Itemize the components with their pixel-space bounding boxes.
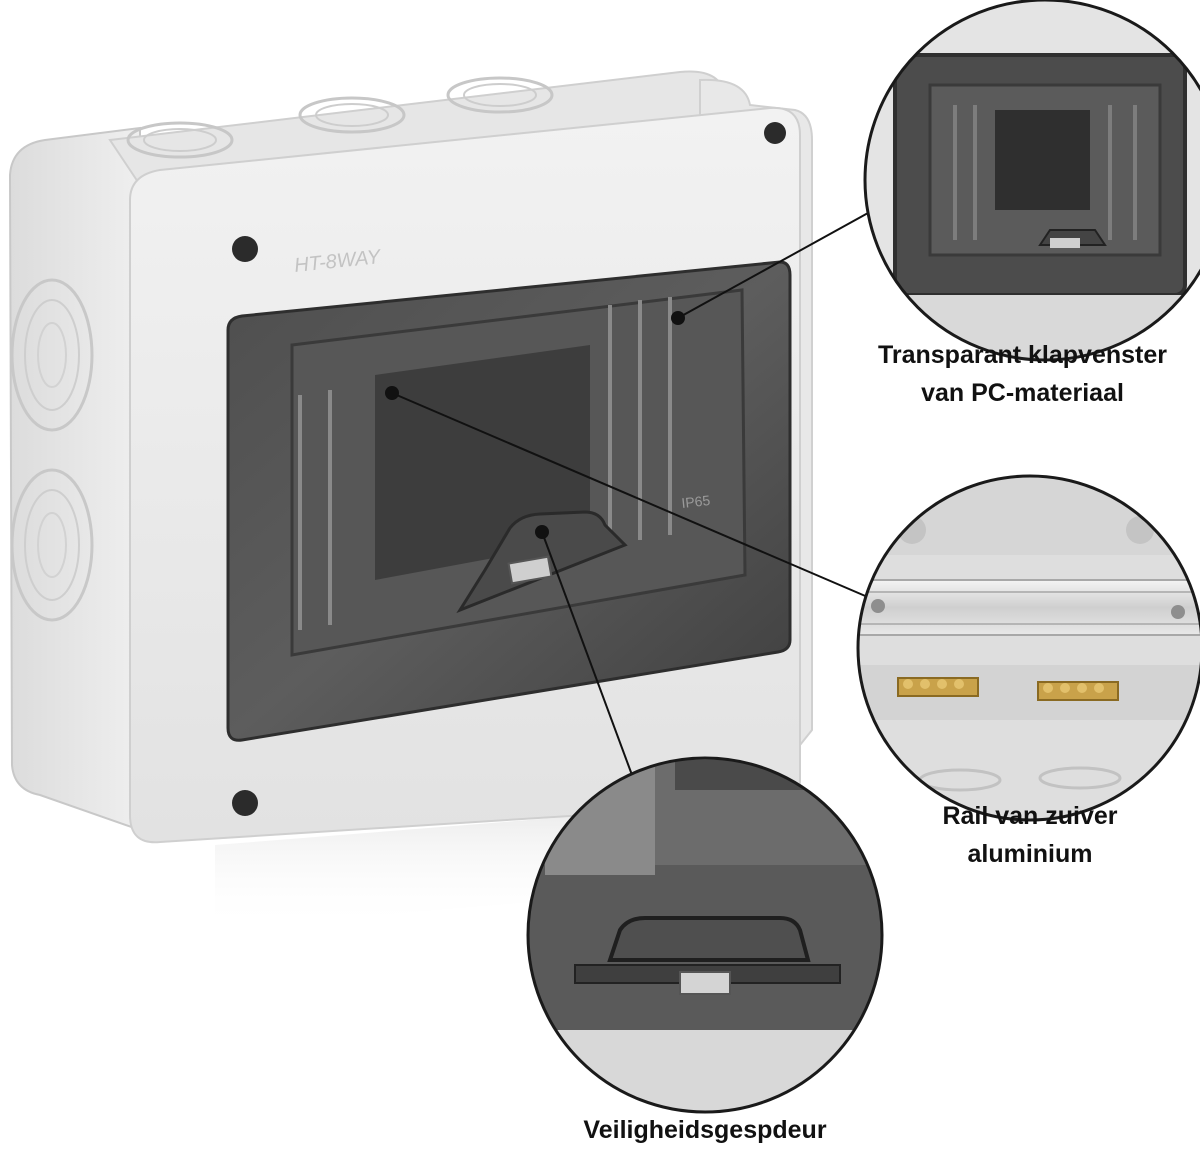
rating-marking: IP65 [681,492,712,511]
leader-dots [385,311,685,539]
latch-clip [507,555,553,585]
din-rail [858,579,1200,636]
rail-dot [385,386,399,400]
window-dot [671,311,685,325]
callout-rail-label: Rail van zuiver aluminium [900,797,1160,873]
detail-circle-window [863,0,1200,362]
detail-circle-latch [526,756,884,1114]
callout-window-label: Transparant klapvenster van PC-materiaal [845,336,1200,412]
callout-door-label: Veiligheidsgespdeur [540,1111,870,1149]
latch-dot [535,525,549,539]
latch-detail-handle [607,916,811,962]
enclosure-left-side [8,126,141,832]
callout-rail-line1: Rail van zuiver [942,802,1118,830]
leader-lines [391,212,871,776]
callout-rail-line2: aluminium [967,840,1093,868]
callout-window-line2: van PC-materiaal [921,379,1124,407]
detail-circle-rail [856,474,1200,822]
callout-door-line1: Veiligheidsgespdeur [583,1116,827,1144]
enclosure [8,70,813,930]
callout-window-line1: Transparant klapvenster [877,341,1167,369]
top-knockouts [126,76,554,159]
side-knockouts [10,278,94,622]
cover-ribs [298,297,672,630]
